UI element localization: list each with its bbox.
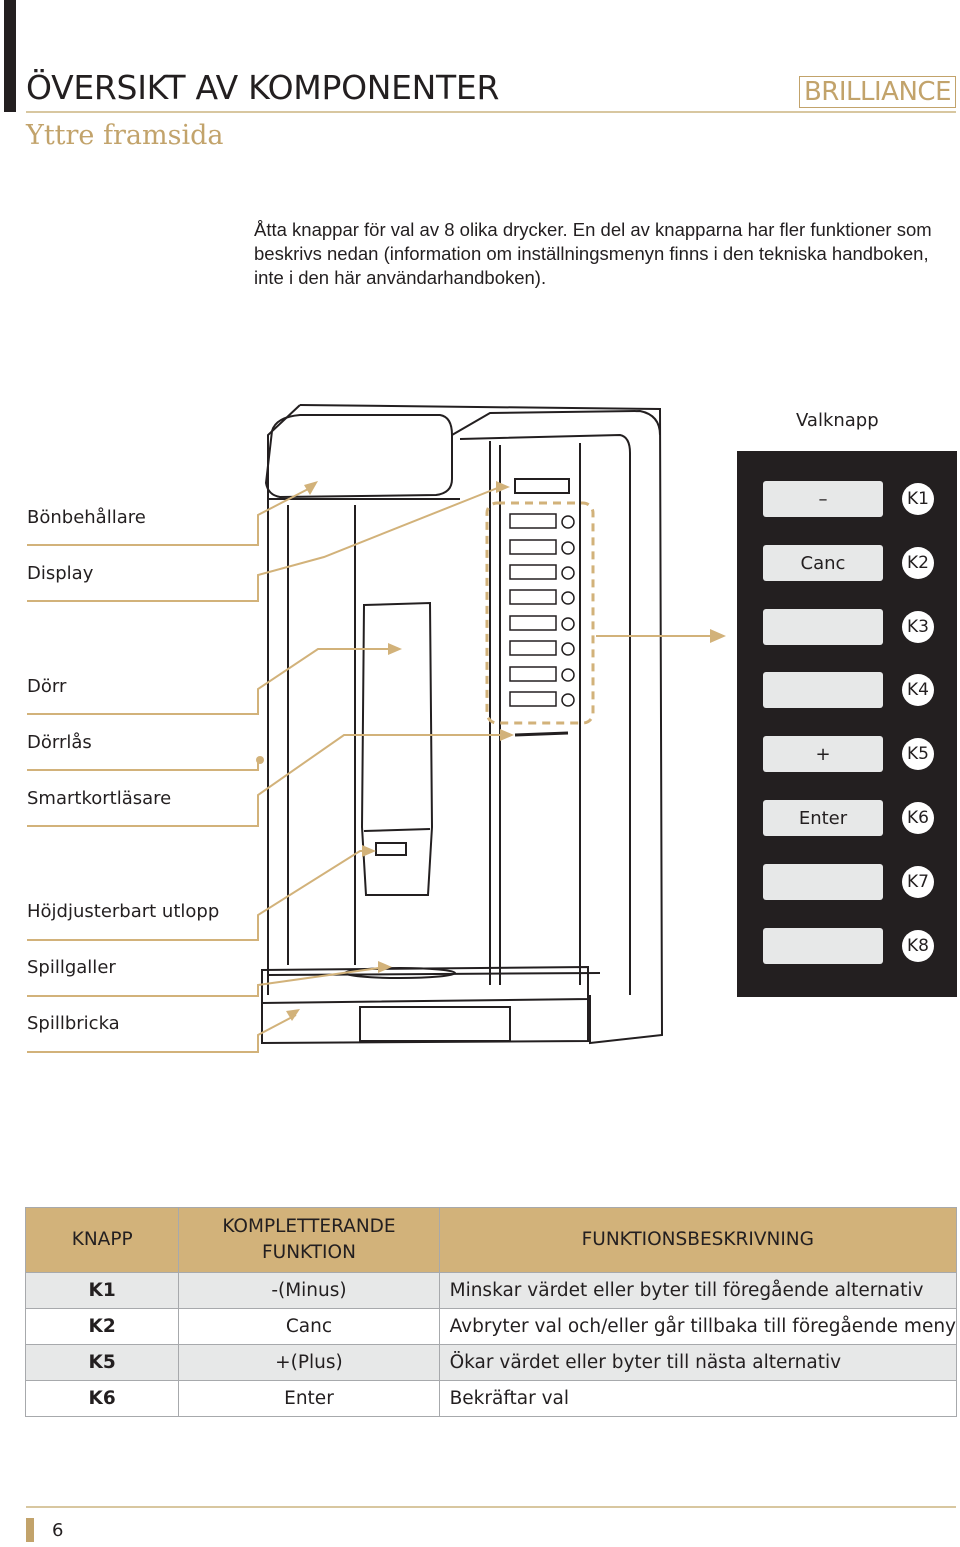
key-k6-button[interactable]: Enter bbox=[763, 800, 883, 836]
key-k7-button[interactable] bbox=[763, 864, 883, 900]
cell-key: K1 bbox=[24, 1272, 180, 1309]
key-k2-badge: K2 bbox=[902, 547, 934, 579]
label-drip-grid: Spillgaller bbox=[27, 957, 116, 978]
label-smartcard-reader: Smartkortläsare bbox=[27, 788, 172, 809]
key-k1-button[interactable]: – bbox=[763, 481, 883, 517]
table-header-key: KNAPP bbox=[24, 1207, 180, 1273]
key-k3-button[interactable] bbox=[763, 609, 883, 645]
key-k4-badge: K4 bbox=[902, 674, 934, 706]
header-divider bbox=[26, 111, 956, 113]
key-k1-badge: K1 bbox=[902, 483, 934, 515]
page-number: 6 bbox=[52, 1520, 64, 1541]
cell-description: Bekräftar val bbox=[438, 1380, 958, 1417]
table-header-row: KNAPP KOMPLETTERANDE FUNKTION FUNKTIONSB… bbox=[24, 1207, 958, 1273]
cell-function: -(Minus) bbox=[178, 1272, 440, 1309]
cell-function: +(Plus) bbox=[178, 1344, 440, 1381]
footer-accent-bar bbox=[26, 1518, 34, 1542]
key-k5-button[interactable]: + bbox=[763, 736, 883, 772]
intro-paragraph: Åtta knappar för val av 8 olika drycker.… bbox=[254, 219, 932, 288]
keypad-title: Valknapp bbox=[796, 410, 879, 431]
cell-key: K6 bbox=[24, 1380, 180, 1417]
cell-key: K2 bbox=[24, 1308, 180, 1345]
label-drip-tray: Spillbricka bbox=[27, 1013, 120, 1034]
table-header-description: FUNKTIONSBESKRIVNING bbox=[438, 1207, 958, 1273]
key-k6-badge: K6 bbox=[902, 802, 934, 834]
page-title: ÖVERSIKT AV KOMPONENTER bbox=[26, 68, 500, 107]
label-door-lock: Dörrlås bbox=[27, 732, 92, 753]
cell-function: Canc bbox=[178, 1308, 440, 1345]
table-header-function: KOMPLETTERANDE FUNKTION bbox=[178, 1207, 440, 1273]
table-row: K6 Enter Bekräftar val bbox=[24, 1380, 958, 1417]
table-row: K1 -(Minus) Minskar värdet eller byter t… bbox=[24, 1272, 958, 1309]
key-k8-badge: K8 bbox=[902, 930, 934, 962]
table-header-function-text: KOMPLETTERANDE FUNKTION bbox=[222, 1216, 396, 1263]
key-k5-badge: K5 bbox=[902, 738, 934, 770]
cell-description: Ökar värdet eller byter till nästa alter… bbox=[438, 1344, 958, 1381]
page-subtitle: Yttre framsida bbox=[26, 120, 224, 151]
key-k4-button[interactable] bbox=[763, 672, 883, 708]
key-k8-button[interactable] bbox=[763, 928, 883, 964]
keypad-panel: – K1 Canc K2 K3 K4 + K5 Enter K6 K7 K8 bbox=[737, 451, 957, 997]
key-k7-badge: K7 bbox=[902, 866, 934, 898]
table-row: K2 Canc Avbryter val och/eller går tillb… bbox=[24, 1308, 958, 1345]
key-function-table: KNAPP KOMPLETTERANDE FUNKTION FUNKTIONSB… bbox=[24, 1207, 958, 1417]
label-adjustable-outlet: Höjdjusterbart utlopp bbox=[27, 901, 220, 922]
sidebar-bar bbox=[4, 0, 16, 112]
cell-key: K5 bbox=[24, 1344, 180, 1381]
brand-label: BRILLIANCE bbox=[798, 76, 956, 108]
key-k2-button[interactable]: Canc bbox=[763, 545, 883, 581]
machine-illustration bbox=[27, 404, 726, 1053]
label-bean-hopper: Bönbehållare bbox=[27, 507, 146, 528]
cell-description: Avbryter val och/eller går tillbaka till… bbox=[438, 1308, 958, 1345]
cell-description: Minskar värdet eller byter till föregåen… bbox=[438, 1272, 958, 1309]
label-display: Display bbox=[27, 563, 94, 584]
label-door: Dörr bbox=[27, 676, 67, 697]
table-row: K5 +(Plus) Ökar värdet eller byter till … bbox=[24, 1344, 958, 1381]
key-k3-badge: K3 bbox=[902, 611, 934, 643]
cell-function: Enter bbox=[178, 1380, 440, 1417]
footer-divider bbox=[26, 1506, 956, 1508]
